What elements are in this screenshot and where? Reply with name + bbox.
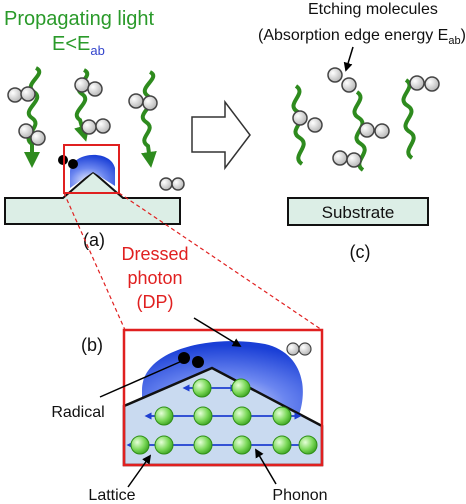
zoom-line-left: [63, 192, 126, 331]
lattice-atom-icon: [232, 435, 252, 455]
panel-b-label: (b): [81, 335, 103, 355]
panel-b: Dressed photon (DP) (b): [51, 244, 327, 504]
molecule-icon: [18, 123, 34, 139]
molecule-icon: [346, 152, 362, 168]
zoom-box-frame: [122, 328, 324, 467]
lattice-atom-icon: [298, 435, 318, 455]
panel-a: Propagating light E<Eab: [4, 8, 185, 250]
radical-icon: [192, 356, 204, 368]
substrate-with-bump: [4, 170, 181, 225]
molecule-icon: [359, 122, 375, 138]
molecule-icon: [30, 130, 46, 146]
hollow-right-arrow-icon: [191, 99, 251, 171]
molecule-icon: [171, 177, 185, 191]
zoom-line-right: [118, 192, 323, 331]
dp-label-line1: Dressed: [121, 244, 188, 264]
molecule-icon: [292, 110, 308, 126]
panel-a-label: (a): [83, 230, 105, 250]
molecule-pointer: [343, 46, 354, 72]
lattice-atom-icon: [154, 406, 174, 426]
molecule-icon: [81, 119, 97, 135]
molecule-icon: [95, 118, 111, 134]
light-wave-icon: [401, 78, 416, 160]
lattice-atom-icon: [154, 435, 174, 455]
panel-c-title-close: ): [461, 27, 466, 44]
molecule-cluster-middle: [74, 77, 111, 135]
molecule-icon: [128, 93, 144, 109]
light-wave-icon: [140, 70, 157, 168]
molecule-icon: [20, 86, 36, 102]
panel-c-title-line1: Etching molecules: [308, 1, 438, 18]
panel-a-title-line1: Propagating light: [4, 8, 155, 30]
molecule-icon: [7, 87, 23, 103]
dp-label-line2: photon: [127, 268, 182, 288]
molecule-icon: [332, 150, 348, 166]
molecule-cluster-right: [128, 93, 185, 191]
radical-icon: [68, 159, 78, 169]
panel-a-energy-subscript: ab: [90, 43, 104, 58]
lattice-atom-icon: [193, 406, 213, 426]
panel-c-title-text: (Absorption edge energy E: [258, 27, 448, 44]
phonon-label: Phonon: [272, 487, 327, 504]
molecule-cluster-c: [292, 67, 440, 168]
molecule-icon: [298, 342, 312, 356]
substrate-block: [287, 197, 429, 226]
lattice-atoms: [130, 378, 318, 455]
molecule-cluster-left: [7, 86, 46, 146]
molecule-icon: [424, 76, 440, 92]
molecule-icon: [159, 177, 173, 191]
molecule-icon: [87, 81, 103, 97]
lattice-atom-icon: [272, 435, 292, 455]
molecule-icon: [409, 75, 425, 91]
molecule-icon: [307, 117, 323, 133]
lattice-atom-icon: [192, 378, 212, 398]
lattice-atom-icon: [231, 378, 251, 398]
lattice-pointer: [127, 454, 152, 488]
molecule-icon: [74, 77, 90, 93]
dp-label-line3: (DP): [137, 292, 174, 312]
light-wave-icon: [74, 68, 90, 142]
zoom-highlight-box: [63, 144, 120, 194]
radical-label: Radical: [51, 404, 104, 421]
panel-c-energy-subscript: ab: [448, 35, 460, 47]
panel-c: Etching molecules (Absorption edge energ…: [258, 1, 466, 262]
lattice-atom-icon: [272, 406, 292, 426]
molecule-icon: [341, 77, 357, 93]
panel-a-energy-relation: E<E: [52, 33, 90, 55]
dp-pointer: [193, 317, 242, 347]
lattice-label: Lattice: [88, 487, 135, 504]
molecule-icon: [374, 123, 390, 139]
light-wave-icon: [352, 90, 367, 172]
lattice-atom-icon: [130, 435, 150, 455]
lattice-atom-icon: [232, 406, 252, 426]
lattice-atom-icon: [193, 435, 213, 455]
panel-a-title-line2: E<Eab: [52, 33, 105, 58]
panel-c-title-line2: (Absorption edge energy Eab): [258, 27, 466, 47]
light-wave-icon: [24, 66, 42, 168]
dressed-photon-small: [70, 154, 115, 188]
molecule-icon: [327, 67, 343, 83]
radical-pointer: [99, 360, 183, 398]
phonon-pointer: [255, 448, 277, 485]
substrate-label: Substrate: [322, 203, 395, 222]
panel-c-label: (c): [350, 242, 371, 262]
molecule-icon: [286, 342, 300, 356]
molecule-icon: [142, 95, 158, 111]
